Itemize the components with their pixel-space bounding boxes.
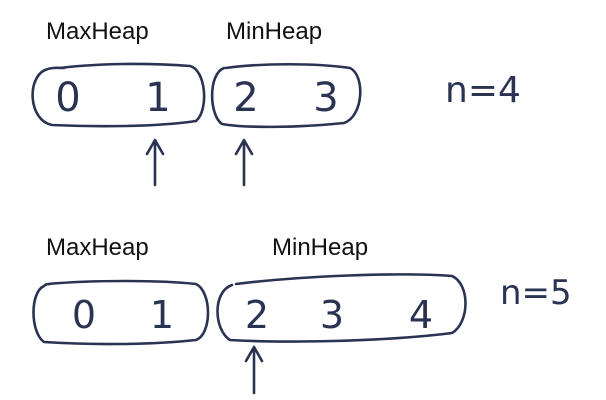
bottom-minheap-title: MinHeap — [272, 234, 369, 261]
bottom-minheap-item: 2 — [245, 293, 269, 337]
bottom-diagram — [32, 273, 467, 395]
bottom-maxheap-item: 0 — [72, 293, 96, 337]
top-diagram — [31, 62, 362, 187]
bottom-maxheap-outline — [32, 279, 210, 346]
top-minheap-item: 3 — [313, 75, 338, 121]
top-maxheap-item: 0 — [55, 75, 80, 121]
bottom-arrow-minheap — [244, 345, 264, 395]
top-minheap-title: MinHeap — [226, 18, 323, 45]
bottom-minheap-outline — [216, 273, 467, 343]
bottom-maxheap-item: 1 — [150, 293, 174, 337]
top-minheap-item: 2 — [233, 75, 258, 121]
top-maxheap-outline — [31, 62, 206, 128]
bottom-minheap-item: 4 — [409, 293, 433, 337]
top-n-label: n=4 — [445, 70, 521, 111]
top-minheap-outline — [210, 62, 362, 129]
top-maxheap-item: 1 — [145, 75, 170, 121]
bottom-maxheap-title: MaxHeap — [46, 234, 149, 261]
bottom-n-label: n=5 — [500, 273, 572, 313]
bottom-minheap-item: 3 — [320, 293, 344, 337]
top-arrow-minheap — [234, 138, 254, 187]
handwritten-values: 0 1 2 3 n=4 0 1 2 3 4 n=5 — [55, 70, 571, 337]
top-maxheap-title: MaxHeap — [46, 18, 149, 45]
top-arrow-maxheap — [145, 138, 165, 187]
